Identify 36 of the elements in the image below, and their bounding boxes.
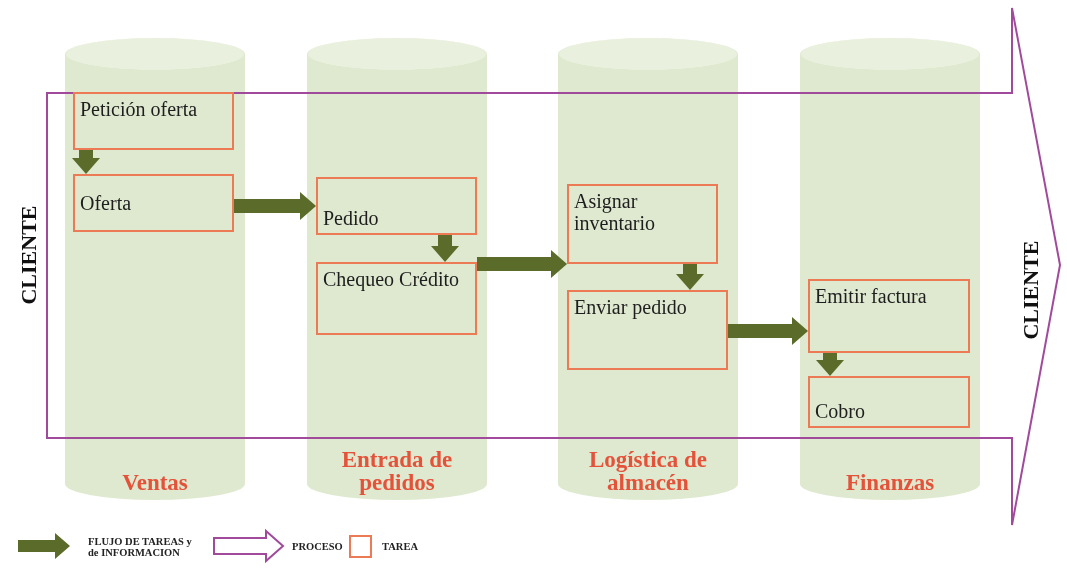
- task-box: [316, 177, 477, 235]
- legend-label: PROCESO: [292, 541, 343, 553]
- task-box: [73, 92, 234, 150]
- side-label: CLIENTE: [1017, 240, 1043, 340]
- task-label: Asignar inventario: [574, 190, 657, 234]
- column-label: Logística de almacén: [587, 448, 709, 494]
- task-label: Enviar pedido: [574, 296, 688, 318]
- column-cylinder: [65, 38, 245, 500]
- task-label: Emitir factura: [815, 285, 928, 307]
- task-box: [567, 290, 728, 370]
- flow-arrow: [816, 353, 844, 376]
- column-label: Ventas: [121, 471, 189, 494]
- column-cylinder: [307, 38, 487, 500]
- task-label: Pedido: [323, 207, 380, 229]
- task-label: Chequeo Crédito: [323, 268, 461, 290]
- flow-arrow: [728, 317, 808, 345]
- task-box: [808, 279, 970, 353]
- task-box: [73, 174, 234, 232]
- flow-arrow: [477, 250, 567, 278]
- flow-arrow: [72, 150, 100, 174]
- task-label: Oferta: [80, 192, 133, 214]
- column-label: Finanzas: [844, 471, 936, 494]
- side-label: CLIENTE: [15, 205, 41, 305]
- column-cylinder: [800, 38, 980, 500]
- column-cylinder: [558, 38, 738, 500]
- legend-label: TAREA: [382, 541, 418, 553]
- task-box: [567, 184, 718, 264]
- task-label: Cobro: [815, 400, 866, 422]
- task-box: [316, 262, 477, 335]
- flow-arrow: [431, 235, 459, 262]
- flow-arrow: [234, 192, 316, 220]
- task-box: [808, 376, 970, 428]
- flow-arrow: [676, 264, 704, 290]
- task-label: Petición oferta: [80, 98, 199, 120]
- column-label: Entrada de pedidos: [340, 448, 454, 494]
- legend-label: FLUJO DE TAREAS y de INFORMACION: [88, 536, 193, 558]
